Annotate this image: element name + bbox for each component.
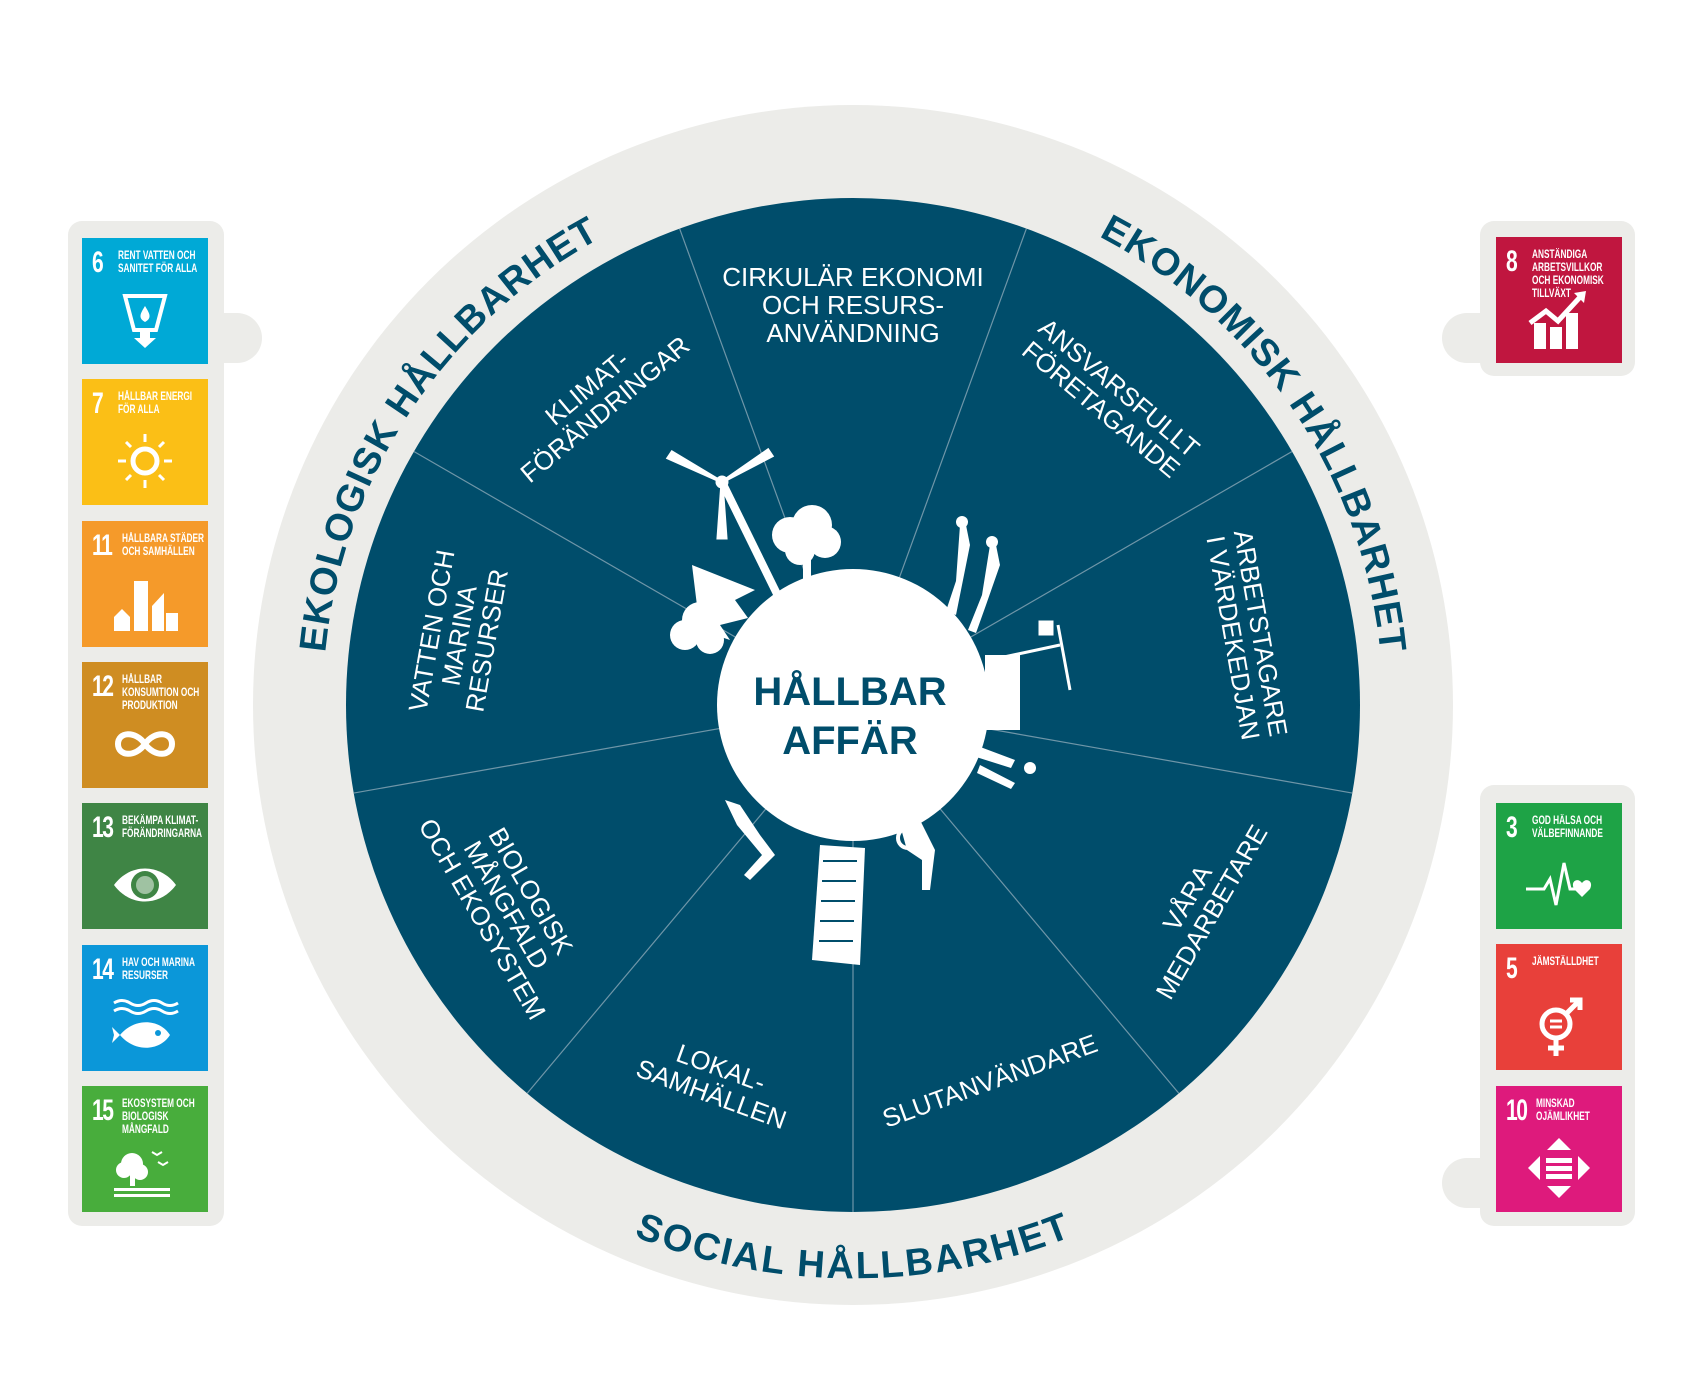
segment-label-line: OCH RESURS- — [762, 290, 944, 320]
equality-arrows-icon — [1528, 1137, 1590, 1198]
sdg-tile-13: 13 Bekämpa klimat-förändringarna — [82, 803, 208, 930]
gender-equality-icon — [1539, 997, 1583, 1057]
sdg-number: 14 — [92, 952, 114, 986]
segment-label-line: CIRKULÄR EKONOMI — [722, 262, 984, 292]
building-tower-icon — [812, 845, 865, 965]
sdg-tile-6: 6 Rent vatten och sanitet för alla — [82, 238, 208, 364]
panel-tab-right-bottom — [1442, 1158, 1482, 1208]
sdg-title: Hållbar konsumtion och produktion — [122, 673, 200, 712]
sdg-tile-5: 5 Jämställdhet — [1496, 944, 1622, 1071]
sdg-number: 15 — [92, 1093, 114, 1127]
sdg-title: Hållbara städer och samhällen — [122, 532, 205, 558]
sdg-number: 3 — [1506, 811, 1518, 844]
fish-waves-icon — [112, 998, 179, 1048]
sdg-title: Ekosystem och biologisk mångfald — [122, 1097, 195, 1136]
sun-power-icon — [118, 434, 172, 489]
tree-birds-icon — [114, 1150, 170, 1197]
heartbeat-icon — [1526, 862, 1592, 906]
sdg-tile-3: 3 God hälsa och välbefinnande — [1496, 803, 1622, 929]
sdg-tile-7: 7 Hållbar energi för alla — [82, 379, 208, 506]
sdg-title: Rent vatten och sanitet för alla — [118, 250, 198, 275]
earth-eye-icon — [114, 868, 176, 902]
people-icon — [946, 516, 1000, 633]
sdg-number: 11 — [92, 528, 113, 562]
sdg-title: Jämställdhet — [1532, 956, 1599, 969]
sdg-tile-10: 10 Minskad ojämlikhet — [1496, 1085, 1622, 1212]
sdg-number: 13 — [92, 811, 114, 845]
sdg-title: Hållbar energi för alla — [118, 391, 193, 417]
wind-turbine-icon — [665, 447, 782, 598]
sdg-number: 5 — [1506, 952, 1518, 986]
sdg-tile-12: 12Hållbar konsumtion och produktion — [82, 661, 208, 788]
sdg-title: Hav och marina resurser — [122, 956, 195, 982]
segment-label-line: ANVÄNDNING — [766, 318, 939, 348]
sdg-number: 8 — [1506, 245, 1518, 278]
walking-people-icon — [973, 745, 1036, 789]
spruce-tree-icon — [670, 565, 755, 654]
city-buildings-icon — [114, 580, 178, 631]
family-icon — [725, 800, 935, 890]
tree-icon — [772, 505, 841, 580]
sdg-tile-15: 15Ekosystem och biologisk mångfald — [82, 1085, 208, 1212]
water-glass-icon — [122, 294, 168, 348]
sdg-title: Bekämpa klimat-förändringarna — [122, 815, 203, 841]
growth-chart-icon — [1528, 291, 1586, 349]
hub-circle — [717, 569, 989, 841]
sdg-number: 10 — [1506, 1093, 1528, 1127]
infinity-loop-icon — [114, 731, 176, 757]
sdg-number: 12 — [92, 669, 114, 703]
panel-tab-right-top — [1442, 313, 1482, 363]
sdg-tile-14: 14 Hav och marina resurser — [82, 944, 208, 1071]
panel-tab-left — [222, 313, 262, 363]
sdg-title: Anständiga arbetsvillkor och ekonomisk t… — [1532, 249, 1604, 300]
sdg-number: 7 — [92, 387, 104, 421]
sdg-title: Minskad ojämlikhet — [1536, 1097, 1590, 1123]
center-title-line-1: HÅLLBAR — [753, 669, 946, 714]
sdg-tile-11: 11 Hållbara städer och samhällen — [82, 520, 208, 647]
sdg-tile-8: 8 Anständiga arbetsvillkor och ekonomisk … — [1496, 237, 1622, 363]
segment-label: ARBETSTAGAREI VÄRDEKEDJAN — [1200, 528, 1293, 744]
sdg-title: God hälsa och välbefinnande — [1532, 815, 1603, 840]
crane-icon — [985, 620, 1072, 730]
center-title-line-2: AFFÄR — [782, 719, 918, 763]
sdg-number: 6 — [92, 246, 104, 279]
